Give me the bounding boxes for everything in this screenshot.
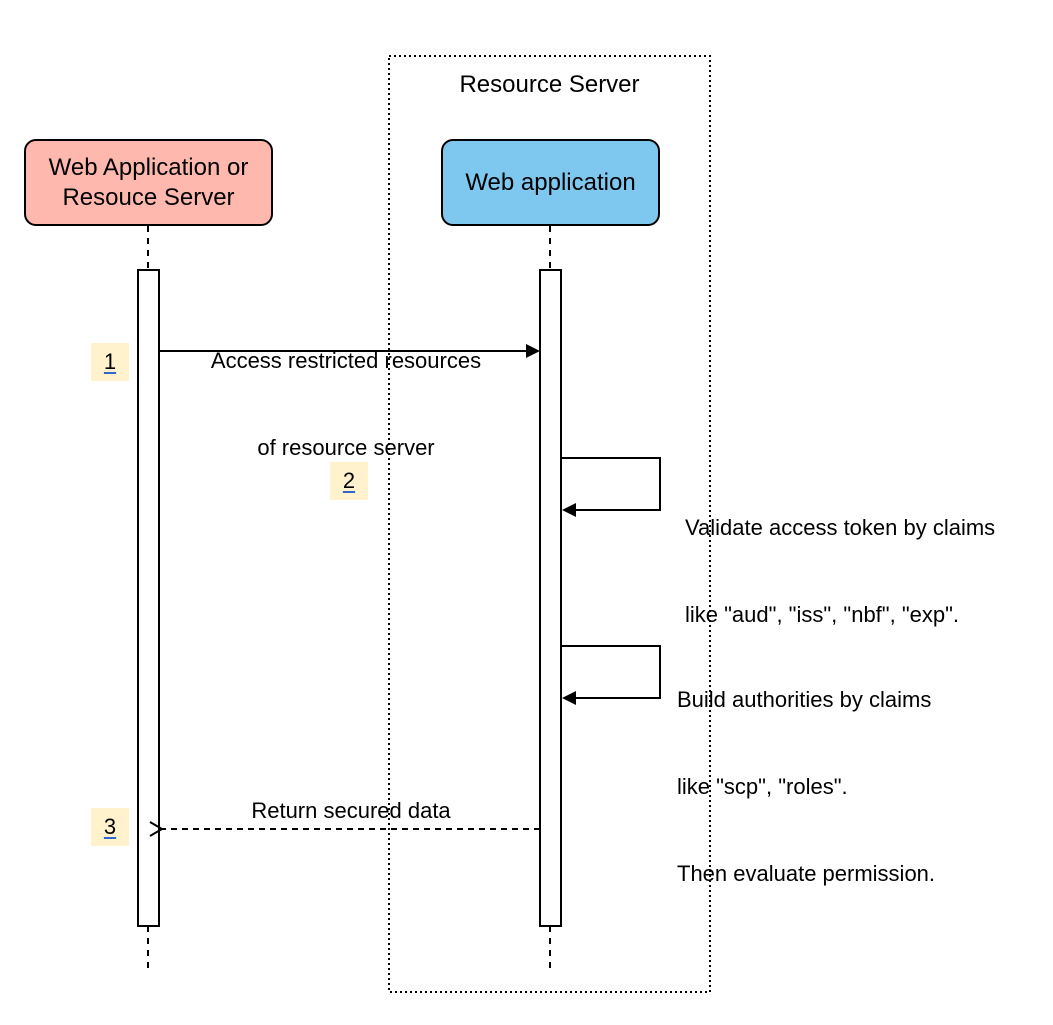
step-badge-1-text[interactable]: 1 bbox=[103, 349, 117, 374]
step-badge-3[interactable]: 3 bbox=[91, 808, 129, 846]
group-title: Resource Server bbox=[459, 71, 640, 98]
authorities-label: Build authorities by claims like "scp", … bbox=[677, 627, 935, 917]
step-badge-3-text[interactable]: 3 bbox=[103, 814, 117, 839]
step-badge-1[interactable]: 1 bbox=[91, 343, 129, 381]
authorities-self-arrow bbox=[561, 645, 661, 705]
validate-label: Validate access token by claims like "au… bbox=[685, 455, 995, 658]
authorities-label-line3: Then evaluate permission. bbox=[677, 861, 936, 886]
step-badge-2[interactable]: 2 bbox=[330, 462, 368, 500]
activation-bar-resource bbox=[539, 269, 562, 927]
authorities-label-line2: like "scp", "roles". bbox=[677, 774, 848, 799]
request-label-line2: of resource server bbox=[257, 435, 435, 460]
validate-label-line2: like "aud", "iss", "nbf", "exp". bbox=[685, 602, 960, 627]
step-badge-2-text[interactable]: 2 bbox=[342, 468, 356, 493]
actor-left-line2: Resouce Server bbox=[62, 183, 235, 211]
actor-web-application: Web application bbox=[441, 139, 660, 226]
resource-server-group-frame bbox=[388, 55, 711, 993]
request-label: Access restricted resources of resource … bbox=[160, 288, 532, 491]
actor-web-application-or-resource-server: Web Application or Resouce Server bbox=[24, 139, 273, 226]
response-label: Return secured data bbox=[251, 798, 451, 823]
validate-label-line1: Validate access token by claims bbox=[685, 515, 996, 540]
authorities-label-line1: Build authorities by claims bbox=[677, 687, 932, 712]
actor-left-line1: Web Application or bbox=[48, 153, 249, 181]
actor-right-label: Web application bbox=[465, 168, 636, 196]
validate-self-arrow bbox=[561, 457, 661, 517]
activation-bar-client bbox=[137, 269, 160, 927]
request-label-line1: Access restricted resources bbox=[210, 348, 482, 373]
